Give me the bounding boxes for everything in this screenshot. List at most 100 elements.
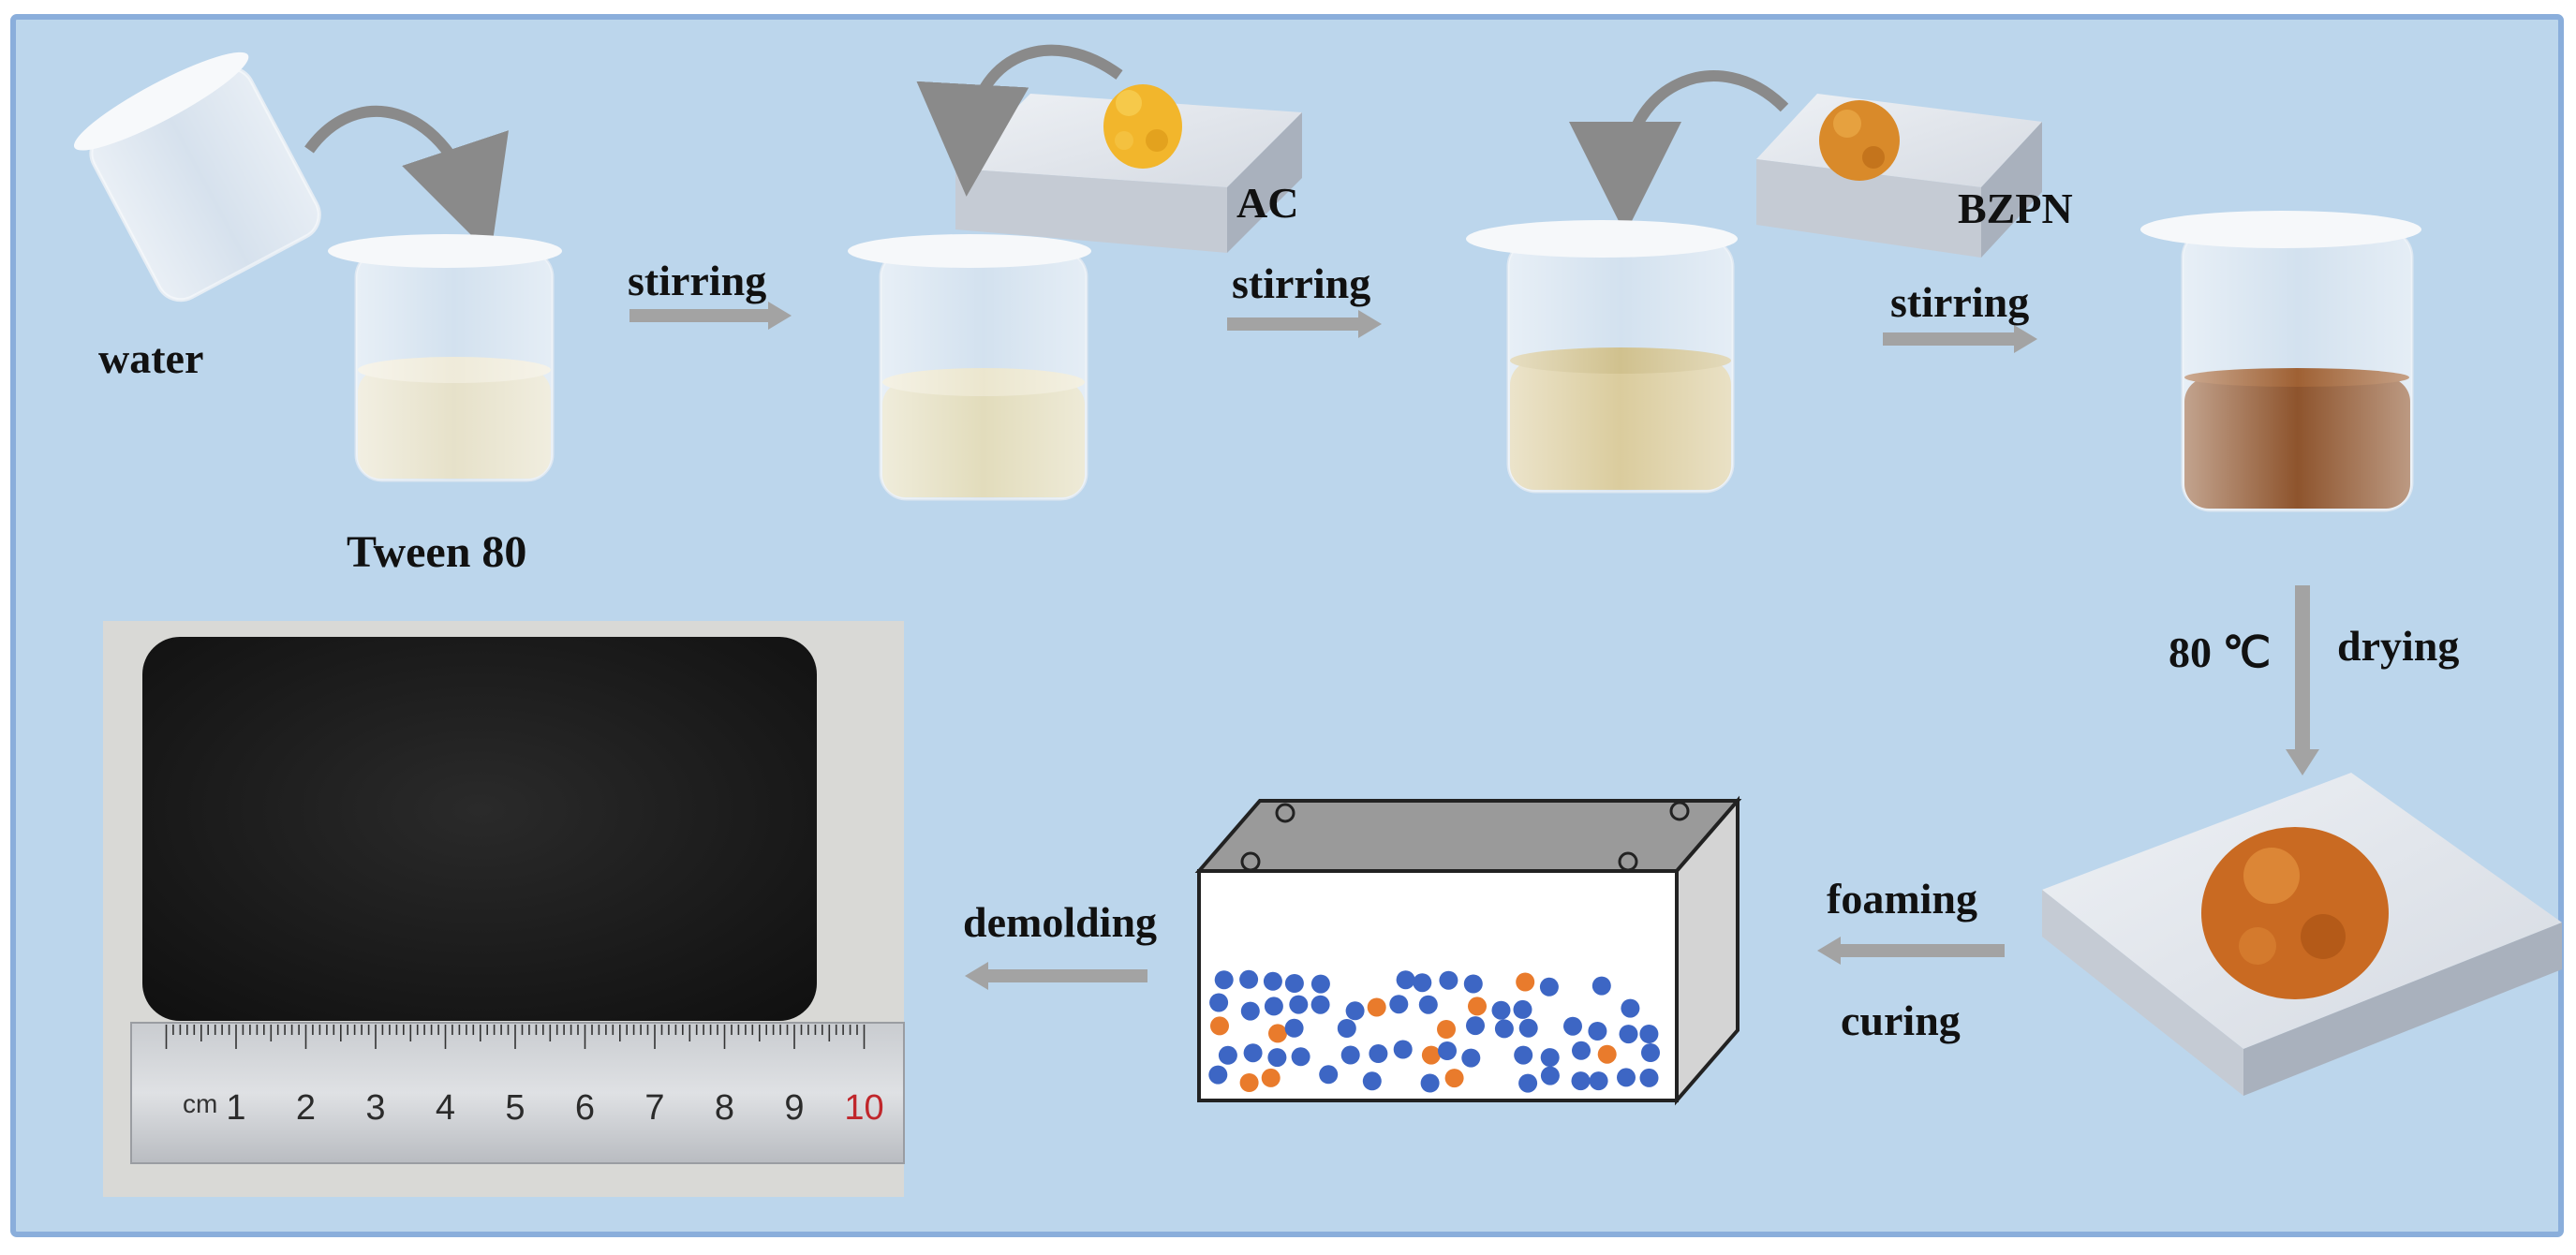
particle [1367,997,1386,1017]
particle [1418,995,1438,1014]
label-curing: curing [1841,997,1961,1044]
label-foaming: foaming [1827,875,1977,923]
ruler-number: 1 [226,1088,245,1128]
particle [1264,997,1283,1016]
ruler-number: 9 [784,1088,804,1128]
particle [1539,977,1559,997]
mold-particles [1208,969,1660,1093]
particle [1518,1073,1538,1093]
particle [1639,1068,1659,1087]
particle [1420,1073,1440,1093]
label-stirring-2: stirring [1232,259,1370,307]
particle [1413,973,1432,993]
particle [1209,993,1229,1012]
label-water: water [98,334,203,382]
particle [1597,1044,1617,1064]
particle [1289,995,1309,1014]
curved-arrow-bzpn [1569,70,1789,234]
particle [1210,1016,1229,1036]
powder-ac [1103,84,1182,169]
particle [1310,995,1330,1014]
particle [1439,970,1458,990]
pouring-beaker [73,52,321,303]
ruler-number: 6 [575,1088,595,1128]
particle [1218,1045,1237,1065]
label-drying: drying [2337,622,2459,670]
particle [1518,1018,1538,1038]
ruler-number: 2 [296,1088,316,1128]
foam-block [142,637,817,1021]
ruler-number: 10 [844,1088,883,1128]
particle [1261,1068,1281,1087]
particle [1461,1048,1481,1068]
beaker-tween [328,234,562,482]
foam-photo: cm 1 2 3 4 5 6 7 8 9 10 [103,621,905,1197]
particle [1514,1045,1533,1065]
label-temperature: 80 ℃ [2169,628,2271,676]
particle [1591,976,1611,996]
particle [1284,974,1304,993]
particle [1540,1066,1560,1085]
particle [1214,970,1234,990]
label-demolding: demolding [963,898,1157,946]
particle [1540,1048,1560,1068]
ruler-number: 3 [365,1088,385,1128]
particle [1240,1001,1260,1021]
particle [1263,971,1282,991]
particle [1438,1041,1457,1060]
particle [1641,1043,1660,1062]
particle [1563,1016,1582,1036]
ruler-unit: cm [183,1089,217,1118]
particle [1393,1040,1413,1059]
mold-box [1194,795,1742,1106]
particle [1362,1071,1382,1091]
particle [1572,1041,1591,1060]
label-stirring-1: stirring [628,257,766,304]
particle [1389,995,1409,1014]
particle [1268,1024,1287,1043]
ruler: cm 1 2 3 4 5 6 7 8 9 10 [130,1022,905,1164]
particle [1617,1068,1636,1087]
particle [1491,1000,1511,1020]
particle [1466,1016,1485,1036]
particle [1239,1073,1259,1092]
ruler-number: 7 [644,1088,664,1128]
particle [1337,1019,1356,1038]
curved-arrow-water [304,105,509,255]
particle [1513,999,1532,1019]
particle [1284,1018,1304,1038]
particle [1396,970,1415,990]
particle [1468,997,1487,1016]
label-tween: Tween 80 [347,527,526,577]
powder-dried [2201,827,2389,999]
particle [1516,972,1535,992]
particle [1621,998,1640,1018]
particle [1310,974,1330,994]
particle [1369,1044,1388,1063]
particle [1589,1071,1608,1091]
particle [1571,1071,1591,1091]
particle [1340,1045,1360,1065]
particle [1639,1025,1659,1043]
label-ac: AC [1236,179,1298,227]
label-stirring-3: stirring [1890,278,2029,326]
particle [1619,1025,1638,1044]
particle [1267,1048,1287,1068]
beaker-bzpn [1466,220,1738,494]
particle [1444,1069,1464,1088]
label-bzpn: BZPN [1958,185,2073,232]
particle [1494,1019,1514,1039]
beaker-ac [848,234,1091,501]
ruler-number: 5 [505,1088,525,1128]
ruler-number: 8 [715,1088,734,1128]
particle [1345,1001,1365,1021]
powder-bzpn [1819,100,1900,181]
particle [1463,974,1483,994]
particle [1319,1065,1339,1085]
particle [1291,1047,1310,1067]
ruler-number: 4 [436,1088,455,1128]
particle [1588,1022,1607,1041]
particle [1239,969,1259,989]
particle [1243,1043,1263,1063]
